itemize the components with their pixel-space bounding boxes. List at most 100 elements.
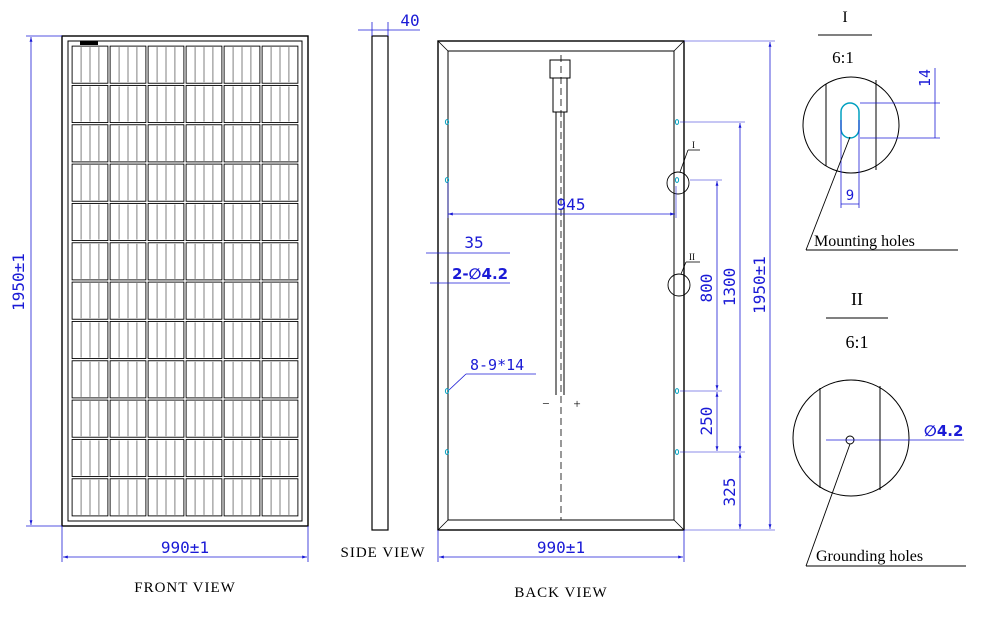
hole-right-4 [674, 449, 680, 455]
solar-cell [223, 438, 261, 478]
back-height-dim: 1950±1 [750, 256, 769, 314]
hole-callout: 2-∅4.2 [452, 265, 508, 283]
solar-cell [109, 242, 147, 281]
junction-box [549, 59, 571, 79]
solar-cell [185, 399, 223, 438]
solar-cell [109, 202, 147, 242]
junction-label-tag [80, 41, 98, 45]
solar-cell [147, 84, 185, 124]
solar-cell [223, 202, 261, 242]
hole-left-2 [444, 177, 450, 183]
solar-cell [109, 124, 147, 163]
detail-2-title: II [851, 289, 863, 309]
solar-cell [109, 438, 147, 478]
dim-250: 250 [697, 407, 716, 436]
solar-cell [147, 478, 185, 517]
solar-cell [147, 124, 185, 163]
detail-2-leader [805, 443, 851, 567]
front-view-caption: FRONT VIEW [134, 580, 236, 596]
dim-800: 800 [697, 274, 716, 303]
dim-35: 35 [464, 233, 483, 252]
solar-cell [109, 360, 147, 399]
solar-cell [71, 124, 109, 163]
solar-cell [223, 124, 261, 163]
solar-cell [71, 242, 109, 281]
hole-right-1 [674, 119, 680, 125]
detail-marker-circle-2 [667, 273, 691, 297]
solar-cell [71, 281, 109, 320]
solar-cell [109, 163, 147, 202]
side-thickness-dim: 40 [400, 11, 419, 30]
detail-2-circle [792, 379, 910, 497]
back-mounting-holes [444, 119, 680, 455]
solar-cell [223, 45, 261, 84]
solar-cell [223, 84, 261, 124]
front-frame-outer [61, 35, 309, 527]
cable-minus: − [542, 396, 549, 411]
solar-cell [185, 84, 223, 124]
solar-cell [185, 242, 223, 281]
solar-cell [109, 45, 147, 84]
detail-1-circle [802, 76, 900, 174]
detail-1-scale: 6:1 [832, 48, 854, 67]
solar-cell [147, 320, 185, 360]
detail-2-hole-dim: ∅4.2 [924, 422, 963, 440]
detail-marker-circle-1 [666, 171, 690, 195]
detail-1-dim-9: 9 [846, 188, 854, 204]
detail-1-label: Mounting holes [814, 233, 915, 250]
solar-cell [71, 478, 109, 517]
solar-cell [261, 45, 299, 84]
solar-cell [185, 45, 223, 84]
solar-cell [261, 360, 299, 399]
front-width-dim: 990±1 [161, 538, 209, 557]
dim-325: 325 [720, 478, 739, 507]
solar-cell [261, 399, 299, 438]
detail-marker-leader-2 [680, 261, 687, 275]
solar-cell [223, 163, 261, 202]
solar-cell [185, 438, 223, 478]
detail-2: II 6:1 ∅4.2 Grounding holes [792, 289, 966, 567]
detail-1: I 6:1 14 9 Mounting holes [802, 9, 958, 251]
solar-cell [147, 242, 185, 281]
solar-cell [71, 202, 109, 242]
front-frame-inner [67, 40, 303, 522]
back-width-dim: 990±1 [537, 538, 585, 557]
solar-cell [71, 360, 109, 399]
detail-marker-1: I [692, 140, 695, 150]
side-profile [371, 35, 389, 531]
solar-cell [71, 399, 109, 438]
solar-cell [223, 360, 261, 399]
detail-1-slot [840, 102, 860, 139]
solar-cell [223, 242, 261, 281]
solar-cell [147, 438, 185, 478]
solar-cell [185, 163, 223, 202]
solar-cell [147, 202, 185, 242]
junction-box-connector [552, 77, 568, 113]
detail-1-dim-14: 14 [916, 69, 934, 87]
solar-cell [223, 320, 261, 360]
back-frame-outer [437, 40, 685, 531]
solar-cell [261, 438, 299, 478]
solar-cell [223, 399, 261, 438]
detail-1-title: I [842, 9, 847, 26]
detail-marker-leader-1 [679, 149, 689, 173]
detail-marker-2: II [689, 252, 695, 262]
back-view: − + I II 945 35 2-∅4.2 [426, 40, 775, 601]
solar-cell [109, 478, 147, 517]
solar-cell [71, 84, 109, 124]
solar-cell [261, 202, 299, 242]
back-corner-tr [673, 40, 685, 52]
solar-cell [261, 124, 299, 163]
solar-cell [147, 45, 185, 84]
solar-cell [185, 124, 223, 163]
hole-left-1 [444, 119, 450, 125]
solar-cell-grid [71, 45, 299, 517]
back-corner-br [673, 519, 685, 531]
solar-cell [185, 202, 223, 242]
detail-2-label: Grounding holes [816, 548, 923, 565]
front-height-dim: 1950±1 [9, 253, 28, 311]
solar-cell [71, 320, 109, 360]
hole-left-3 [444, 388, 450, 394]
solar-cell [71, 438, 109, 478]
solar-cell [261, 320, 299, 360]
